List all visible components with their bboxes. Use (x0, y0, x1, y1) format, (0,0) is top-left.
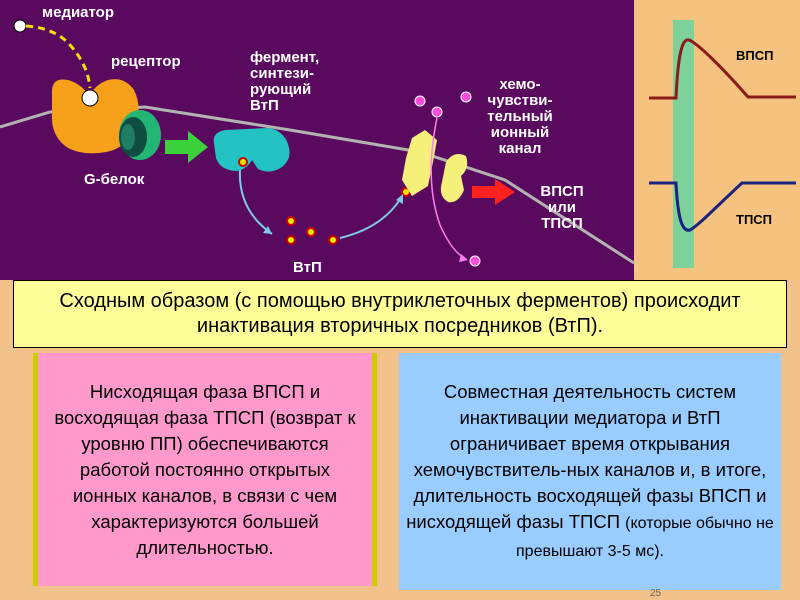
mediator-path (25, 24, 92, 89)
channel-label-line: канал (498, 140, 542, 157)
epsp-graph-label: ВПСП (736, 48, 774, 63)
joint-activity-note: (которые обычно не превышают 3-5 мс). (516, 514, 774, 560)
vtp-to-channel-arrow (339, 197, 402, 239)
enzyme-label-line: синтези- (250, 65, 314, 82)
output-label: ВПСП или ТПСП (522, 184, 602, 232)
second-messenger-dots (238, 157, 411, 245)
vtp-to-channel-arrowhead (396, 194, 403, 204)
bound-mediator (81, 89, 99, 107)
output-label-line: ТПСП (541, 215, 583, 232)
slide-number: 25 (650, 588, 662, 599)
descending-phase-box: Нисходящая фаза ВПСП и восходящая фаза Т… (33, 353, 377, 586)
ipsp-curve (649, 181, 796, 232)
summary-box: Сходным образом (с помощью внутриклеточн… (13, 280, 787, 348)
vtp-label: ВтП (293, 259, 322, 276)
ipsp-graph-label: ТПСП (736, 212, 773, 227)
joint-activity-text: Совместная деятельность систем инактивац… (405, 379, 775, 565)
enzyme-to-vtp-arrowhead (263, 226, 272, 234)
channel-right-subunit (440, 154, 468, 203)
graph-panel-bg (634, 0, 800, 280)
epsp-curve (649, 38, 796, 100)
channel-left-subunit (402, 130, 437, 196)
g-protein-highlight (121, 124, 135, 150)
channel-label: хемо- чувстви- тельный ионный канал (470, 77, 570, 157)
red-arrow (472, 179, 515, 205)
channel-label-line: тельный (487, 108, 553, 125)
mediator-molecule (13, 19, 27, 33)
channel-label-line: чувстви- (487, 92, 553, 109)
ion-flow-arrowhead (459, 254, 468, 262)
enzyme-label-line: рующий (250, 81, 312, 98)
membrane-line (0, 105, 635, 265)
g-protein-label: G-белок (84, 171, 145, 188)
output-label-line: ВПСП (540, 183, 584, 200)
enzyme-label: фермент, синтези- рующий ВтП (250, 50, 319, 114)
channel-label-line: хемо- (499, 76, 541, 93)
green-arrow (165, 131, 208, 163)
receptor-label: рецептор (111, 53, 181, 70)
enzyme-label-line: ВтП (250, 97, 279, 114)
receptor-shape (52, 79, 139, 154)
output-label-line: или (548, 199, 576, 216)
ion-flow-arrow (430, 117, 467, 260)
mediator-label: медиатор (42, 4, 114, 21)
enzyme-shape (213, 128, 290, 172)
channel-label-line: ионный (490, 124, 550, 141)
joint-activity-box: Совместная деятельность систем инактивац… (399, 353, 781, 590)
joint-activity-main: Совместная деятельность систем инактивац… (406, 380, 767, 532)
ion-dots (414, 91, 481, 267)
enzyme-label-line: фермент, (250, 49, 320, 66)
